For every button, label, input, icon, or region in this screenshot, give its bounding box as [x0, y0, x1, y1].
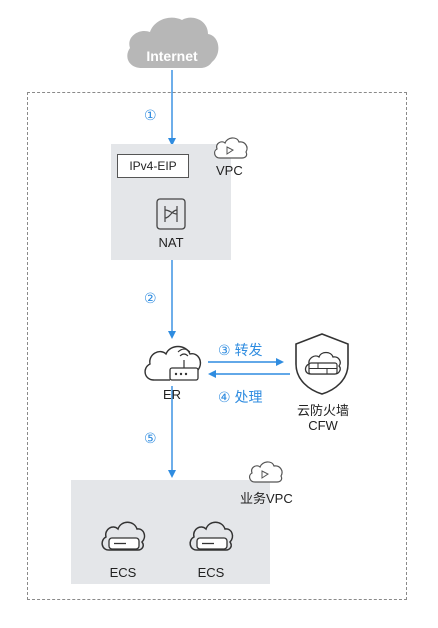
step-5-label: ⑤ — [144, 430, 157, 446]
ipv4-eip-box: IPv4-EIP — [117, 154, 189, 178]
ecs-server-icon-2 — [189, 521, 234, 551]
internet-label: Internet — [146, 48, 198, 64]
step-4-label: ④ 处理 — [218, 389, 263, 405]
outer-boundary — [27, 92, 407, 600]
vpc-cloud-icon — [214, 137, 248, 159]
internet-cloud-icon — [127, 17, 219, 68]
step-3-label: ③ 转发 — [218, 342, 263, 358]
business-vpc-cloud-icon — [249, 461, 283, 483]
cloud-firewall-shield-icon — [295, 333, 349, 395]
vpc-label: VPC — [216, 163, 243, 178]
business-vpc-label: 业务VPC — [240, 491, 293, 506]
ecs-server-icon-1 — [101, 521, 146, 551]
step-2-label: ② — [144, 290, 157, 306]
cfw-label-en: CFW — [308, 418, 338, 433]
ecs-label-1: ECS — [109, 565, 137, 580]
step-1-label: ① — [144, 107, 157, 123]
cfw-label-cn: 云防火墙 — [296, 403, 349, 418]
nat-gateway-icon — [156, 198, 186, 230]
ecs-label-2: ECS — [197, 565, 225, 580]
er-label: ER — [163, 387, 182, 402]
business-vpc-panel — [71, 480, 270, 584]
enterprise-router-icon — [144, 345, 202, 381]
nat-label: NAT — [158, 235, 184, 250]
